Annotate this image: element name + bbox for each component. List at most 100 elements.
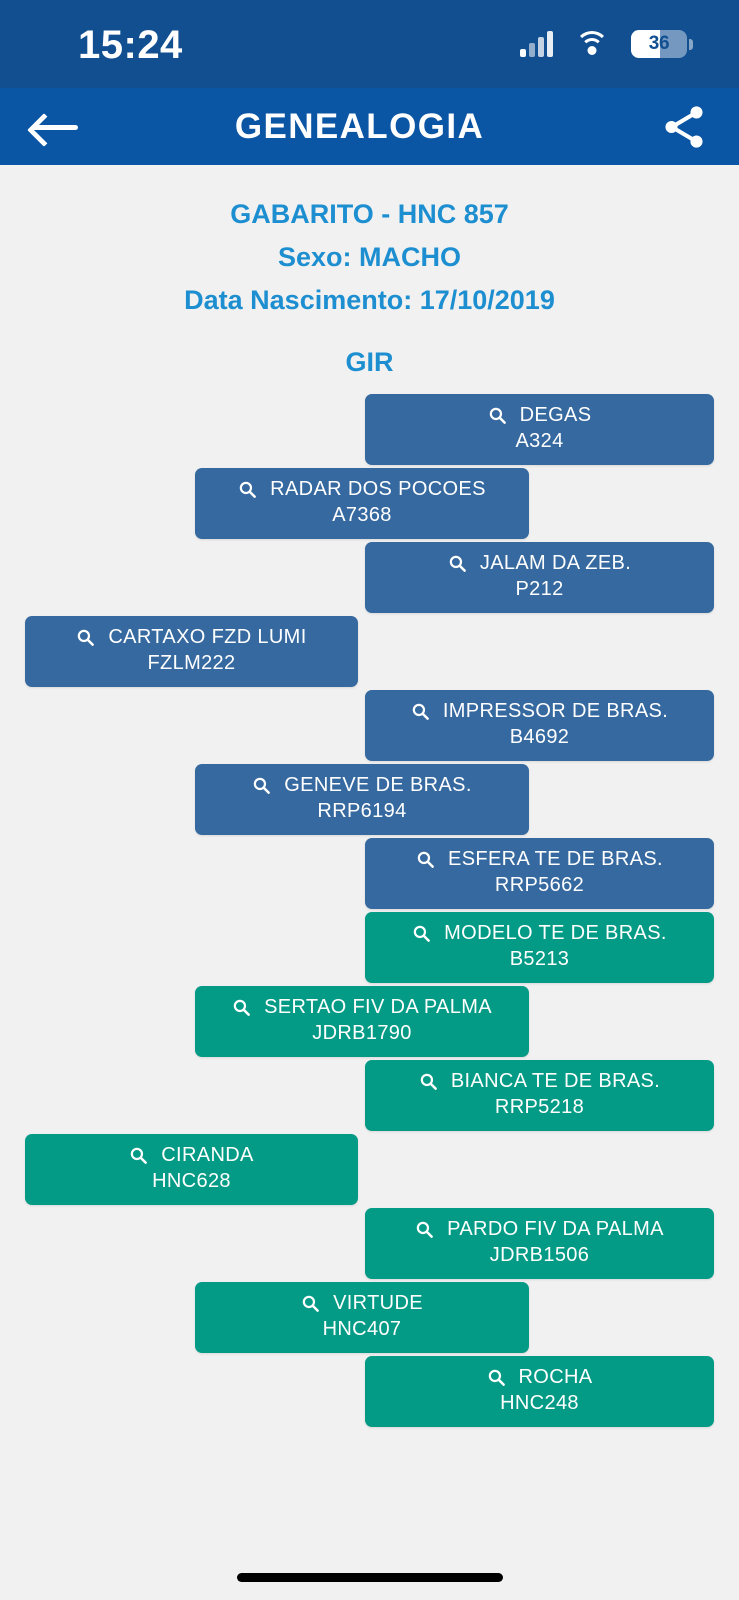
search-icon: [78, 629, 95, 646]
genealogy-node-name-row: GENEVE DE BRAS.: [252, 774, 472, 797]
search-icon: [489, 407, 506, 424]
genealogy-node-button[interactable]: CIRANDA HNC628: [25, 1134, 358, 1205]
genealogy-node-name: IMPRESSOR DE BRAS.: [442, 700, 669, 722]
genealogy-node-code: B5213: [509, 948, 570, 970]
genealogy-node-button[interactable]: DEGAS A324: [365, 394, 714, 465]
animal-name: GABARITO - HNC 857: [230, 199, 509, 229]
genealogy-node-code: RRP5662: [494, 874, 585, 896]
status-indicators: 36: [520, 30, 693, 58]
search-icon: [302, 1295, 319, 1312]
animal-birthdate: Data Nascimento: 17/10/2019: [184, 285, 555, 316]
genealogy-node-name-row: JALAM DA ZEB.: [448, 552, 631, 575]
genealogy-node-button[interactable]: PARDO FIV DA PALMA JDRB1506: [365, 1208, 714, 1279]
genealogy-node-code: JDRB1790: [312, 1022, 412, 1044]
app-bar: GENEALOGIA: [0, 88, 739, 165]
search-icon: [413, 925, 431, 942]
cellular-signal-icon: [520, 31, 553, 57]
battery-cap: [689, 38, 693, 50]
home-indicator: [236, 1573, 503, 1582]
genealogy-node-name: CARTAXO FZD LUMI: [108, 626, 307, 648]
search-icon: [131, 1147, 148, 1164]
genealogy-row: IMPRESSOR DE BRAS. B4692: [0, 688, 739, 762]
genealogy-node-code: P212: [515, 578, 564, 600]
genealogy-node-name: RADAR DOS POCOES: [270, 478, 486, 500]
genealogy-node-name-row: CIRANDA: [129, 1144, 253, 1167]
genealogy-node-name-row: CARTAXO FZD LUMI: [76, 626, 306, 649]
search-icon: [416, 1221, 434, 1238]
page-title: GENEALOGIA: [234, 106, 485, 146]
genealogy-node-name: GENEVE DE BRAS.: [284, 774, 472, 796]
genealogy-row: RADAR DOS POCOES A7368: [0, 466, 739, 540]
genealogy-row: VIRTUDE HNC407: [0, 1280, 739, 1354]
genealogy-node-code: RRP5218: [494, 1096, 585, 1118]
animal-info: GABARITO - HNC 857 Sexo: MACHO Data Nasc…: [0, 165, 739, 384]
genealogy-node-button[interactable]: ROCHA HNC248: [365, 1356, 714, 1427]
search-icon: [488, 1369, 505, 1386]
share-icon: [665, 105, 703, 148]
genealogy-row: ESFERA TE DE BRAS. RRP5662: [0, 836, 739, 910]
genealogy-node-name-row: BIANCA TE DE BRAS.: [419, 1070, 660, 1093]
genealogy-node-button[interactable]: IMPRESSOR DE BRAS. B4692: [365, 690, 714, 761]
genealogy-node-name: CIRANDA: [161, 1144, 254, 1166]
genealogy-row: ROCHA HNC248: [0, 1354, 739, 1428]
genealogy-node-name: ROCHA: [518, 1366, 593, 1388]
genealogy-node-name-row: ESFERA TE DE BRAS.: [416, 848, 663, 871]
genealogy-node-button[interactable]: RADAR DOS POCOES A7368: [195, 468, 529, 539]
status-bar: 15:24 36: [0, 0, 739, 88]
genealogy-node-name-row: SERTAO FIV DA PALMA: [232, 996, 492, 1019]
genealogy-node-name: JALAM DA ZEB.: [479, 552, 632, 574]
genealogy-row: BIANCA TE DE BRAS. RRP5218: [0, 1058, 739, 1132]
back-button[interactable]: [0, 88, 110, 165]
genealogy-node-code: A7368: [332, 504, 392, 526]
battery-indicator: 36: [631, 30, 693, 58]
status-time: 15:24: [78, 23, 183, 67]
search-icon: [420, 1073, 437, 1090]
genealogy-node-name: VIRTUDE: [333, 1292, 423, 1314]
genealogy-node-code: B4692: [509, 726, 570, 748]
search-icon: [253, 777, 271, 794]
genealogy-row: GENEVE DE BRAS. RRP6194: [0, 762, 739, 836]
search-icon: [239, 481, 257, 498]
genealogy-node-button[interactable]: CARTAXO FZD LUMI FZLM222: [25, 616, 358, 687]
genealogy-node-name: SERTAO FIV DA PALMA: [264, 996, 492, 1018]
back-arrow-icon: [32, 113, 78, 141]
genealogy-node-name: BIANCA TE DE BRAS.: [450, 1070, 661, 1092]
genealogy-node-code: RRP6194: [317, 800, 407, 822]
genealogy-node-code: FZLM222: [147, 652, 236, 674]
genealogy-row: JALAM DA ZEB. P212: [0, 540, 739, 614]
genealogy-node-name: ESFERA TE DE BRAS.: [448, 848, 663, 870]
genealogy-row: PARDO FIV DA PALMA JDRB1506: [0, 1206, 739, 1280]
wifi-icon: [575, 31, 609, 57]
genealogy-node-code: HNC248: [500, 1392, 579, 1414]
battery-fill: [631, 30, 661, 58]
search-icon: [233, 999, 250, 1016]
genealogy-node-code: A324: [515, 430, 564, 452]
genealogy-node-code: HNC407: [322, 1318, 402, 1340]
genealogy-node-name-row: RADAR DOS POCOES: [238, 478, 486, 501]
search-icon: [412, 703, 429, 720]
genealogy-row: MODELO TE DE BRAS. B5213: [0, 910, 739, 984]
genealogy-node-name: MODELO TE DE BRAS.: [444, 922, 667, 944]
genealogy-row: CARTAXO FZD LUMI FZLM222: [0, 614, 739, 688]
genealogy-node-name: PARDO FIV DA PALMA: [447, 1218, 664, 1240]
genealogy-node-button[interactable]: MODELO TE DE BRAS. B5213: [365, 912, 714, 983]
genealogy-node-button[interactable]: ESFERA TE DE BRAS. RRP5662: [365, 838, 714, 909]
battery-icon: 36: [631, 30, 687, 58]
genealogy-node-name-row: DEGAS: [488, 404, 592, 427]
genealogy-node-code: HNC628: [152, 1170, 231, 1192]
genealogy-node-button[interactable]: SERTAO FIV DA PALMA JDRB1790: [195, 986, 529, 1057]
genealogy-node-name-row: ROCHA: [487, 1366, 593, 1389]
genealogy-node-button[interactable]: GENEVE DE BRAS. RRP6194: [195, 764, 529, 835]
battery-level-text: 36: [648, 33, 670, 54]
genealogy-node-button[interactable]: BIANCA TE DE BRAS. RRP5218: [365, 1060, 714, 1131]
share-button[interactable]: [629, 88, 739, 165]
genealogy-node-button[interactable]: VIRTUDE HNC407: [195, 1282, 529, 1353]
genealogy-node-name-row: IMPRESSOR DE BRAS.: [411, 700, 668, 723]
genealogy-node-code: JDRB1506: [489, 1244, 590, 1266]
genealogy-node-button[interactable]: JALAM DA ZEB. P212: [365, 542, 714, 613]
animal-sex: Sexo: MACHO: [277, 242, 461, 273]
genealogy-row: DEGAS A324: [0, 392, 739, 466]
genealogy-row: SERTAO FIV DA PALMA JDRB1790: [0, 984, 739, 1058]
